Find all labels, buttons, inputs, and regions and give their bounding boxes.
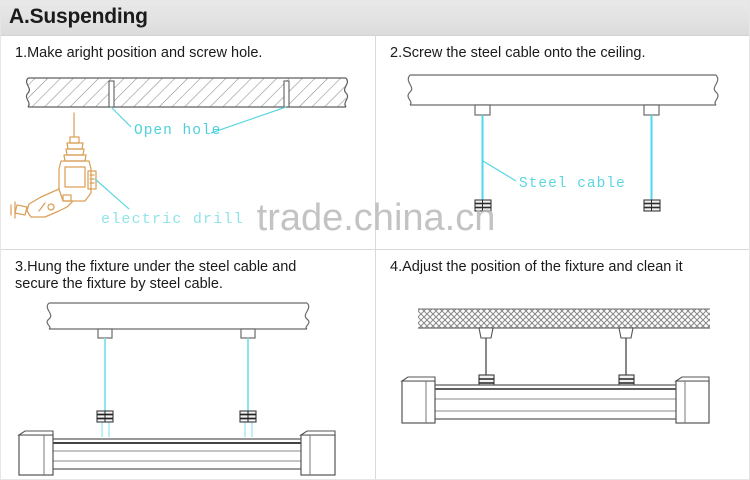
horizontal-divider (1, 249, 749, 250)
mount-bracket-right (618, 327, 634, 339)
label-open-hole: Open hole (134, 123, 221, 139)
mount-bracket-right (240, 328, 256, 339)
led-tube-fixture (400, 376, 710, 424)
fixture-end-cap-right (674, 376, 710, 424)
step-3-caption: 3.Hung the fixture under the steel cable… (15, 259, 297, 292)
led-tube-fixture (17, 430, 336, 476)
leader-line-steel-cable (482, 160, 517, 182)
fixture-end-cap-left (400, 376, 436, 424)
fixture-end-cap-right (299, 430, 336, 476)
ceiling-slab (407, 74, 719, 106)
label-electric-drill: electric drill (101, 211, 244, 228)
cable-gripper-right (643, 199, 661, 212)
leader-line-electric-drill (94, 178, 130, 210)
cable-gripper-right (239, 410, 257, 423)
mount-bracket-left (478, 327, 494, 339)
panel-step-1: 1.Make aright position and screw hole. (1, 35, 376, 249)
step-1-caption: 1.Make aright position and screw hole. (15, 45, 263, 61)
fixture-end-cap-left (17, 430, 54, 476)
step-2-figure: Steel cable (376, 61, 749, 249)
cable-gripper-left (474, 199, 492, 212)
screw-hole-right (283, 80, 290, 108)
hatched-ceiling-slab (25, 77, 349, 108)
step-2-caption: 2.Screw the steel cable onto the ceiling… (390, 45, 646, 61)
panel-step-2: 2.Screw the steel cable onto the ceiling… (376, 35, 749, 249)
step-3-figure (1, 295, 376, 479)
label-steel-cable: Steel cable (519, 176, 626, 192)
panel-step-4: 4.Adjust the position of the fixture and… (376, 249, 749, 479)
vertical-divider (375, 35, 376, 479)
step-4-figure (376, 281, 749, 479)
page-title: A.Suspending (9, 5, 148, 28)
mount-bracket-left (97, 328, 113, 339)
step-1-figure: Open hole (1, 61, 376, 249)
leader-line-open-hole (110, 106, 287, 134)
step-4-caption: 4.Adjust the position of the fixture and… (390, 259, 683, 275)
panel-step-3: 3.Hung the fixture under the steel cable… (1, 249, 376, 479)
electric-drill-illustration (10, 112, 97, 219)
mount-bracket-right (643, 104, 660, 116)
ceiling-slab (46, 302, 310, 330)
cable-gripper-left (96, 410, 114, 423)
screw-hole-left (108, 80, 115, 108)
cable-gripper-right (618, 374, 635, 388)
mount-bracket-left (474, 104, 491, 116)
section-header-bar: A.Suspending (1, 1, 749, 36)
crosshatch-ceiling (418, 308, 710, 329)
